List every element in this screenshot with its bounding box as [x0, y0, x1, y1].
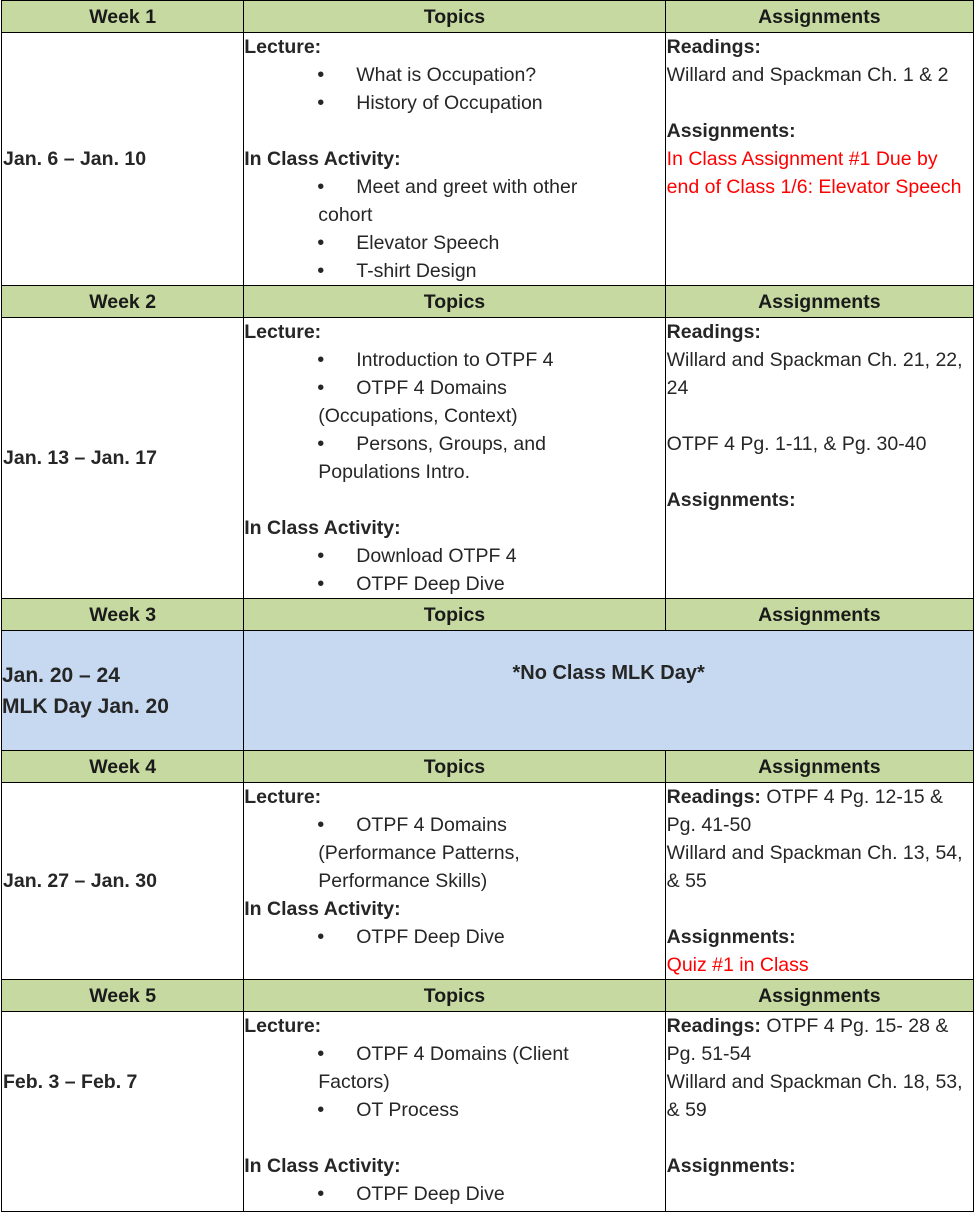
topics-header: Topics	[243, 285, 666, 318]
topics-cell: Lecture: What is Occupation? History of …	[243, 32, 666, 286]
activity-list: Download OTPF 4 OTPF Deep Dive	[244, 542, 664, 598]
assignments-header: Assignments	[664, 0, 975, 33]
assignments-cell: Readings: Willard and Spackman Ch. 1 & 2…	[664, 32, 975, 286]
list-item: Elevator Speech	[317, 229, 664, 257]
list-item: OT Process	[317, 1096, 664, 1124]
no-class-notice: *No Class MLK Day*	[243, 630, 974, 751]
lecture-list: Introduction to OTPF 4 OTPF 4 Domains(Oc…	[244, 346, 664, 486]
lecture-label: Lecture:	[244, 36, 322, 58]
lecture-label: Lecture:	[244, 786, 322, 808]
readings-text: Willard and Spackman Ch. 13, 54, & 55	[666, 842, 963, 892]
list-item: T-shirt Design	[317, 257, 664, 285]
week-row: Jan. 27 – Jan. 30 Lecture: OTPF 4 Domain…	[0, 782, 975, 980]
week-dates: Feb. 3 – Feb. 7	[0, 1011, 245, 1212]
week-dates: Jan. 20 – 24 MLK Day Jan. 20	[0, 630, 245, 751]
week-header-row: Week 5 Topics Assignments	[0, 979, 975, 1012]
topics-header: Topics	[243, 598, 666, 631]
assignments-cell: Readings: OTPF 4 Pg. 12-15 & Pg. 41-50 W…	[664, 782, 975, 980]
week-title: Week 2	[0, 285, 245, 318]
readings-text: Willard and Spackman Ch. 21, 22, 24	[666, 349, 963, 399]
readings-text: OTPF 4 Pg. 12-15 & Pg. 41-50	[666, 786, 944, 836]
assignments-label: Assignments:	[666, 489, 796, 511]
assignments-label: Assignments:	[666, 1155, 796, 1177]
week-row: Jan. 6 – Jan. 10 Lecture: What is Occupa…	[0, 32, 975, 286]
topics-header: Topics	[243, 979, 666, 1012]
readings-label: Readings:	[666, 36, 761, 58]
list-item: OTPF 4 Domains(Occupations, Context)	[317, 374, 664, 430]
activity-label: In Class Activity:	[244, 148, 401, 170]
readings-text: Willard and Spackman Ch. 1 & 2	[666, 64, 949, 86]
assignment-due-text: Quiz #1 in Class	[666, 954, 809, 976]
readings-block: Readings: OTPF 4 Pg. 12-15 & Pg. 41-50	[667, 783, 971, 839]
assignments-cell: Readings: Willard and Spackman Ch. 21, 2…	[664, 317, 975, 599]
week-header-row: Week 4 Topics Assignments	[0, 750, 975, 783]
lecture-list: OTPF 4 Domains(Performance Patterns,Perf…	[244, 811, 664, 895]
list-item: OTPF Deep Dive	[317, 923, 664, 951]
activity-list: OTPF Deep Dive	[244, 923, 664, 951]
assignments-header: Assignments	[664, 979, 975, 1012]
week-dates: Jan. 27 – Jan. 30	[0, 782, 245, 980]
week-header-row: Week 3 Topics Assignments	[0, 598, 975, 631]
readings-text: OTPF 4 Pg. 1-11, & Pg. 30-40	[666, 433, 927, 455]
week-dates: Jan. 13 – Jan. 17	[0, 317, 245, 599]
readings-label: Readings:	[666, 321, 761, 343]
week-title: Week 4	[0, 750, 245, 783]
activity-list: OTPF Deep Dive	[244, 1180, 664, 1208]
week-title: Week 3	[0, 598, 245, 631]
lecture-label: Lecture:	[244, 321, 322, 343]
topics-cell: Lecture: OTPF 4 Domains (ClientFactors) …	[243, 1011, 666, 1212]
assignments-header: Assignments	[664, 598, 975, 631]
list-item: What is Occupation?	[317, 61, 664, 89]
readings-block: Readings: OTPF 4 Pg. 15- 28 & Pg. 51-54	[667, 1012, 971, 1068]
activity-label: In Class Activity:	[244, 517, 401, 539]
week-title: Week 1	[0, 0, 245, 33]
week-header-row: Week 2 Topics Assignments	[0, 285, 975, 318]
assignments-label: Assignments:	[666, 926, 796, 948]
lecture-label: Lecture:	[244, 1015, 322, 1037]
list-item: OTPF 4 Domains(Performance Patterns,Perf…	[317, 811, 664, 895]
week-row: Feb. 3 – Feb. 7 Lecture: OTPF 4 Domains …	[0, 1011, 975, 1212]
topics-header: Topics	[243, 750, 666, 783]
week-row: Jan. 20 – 24 MLK Day Jan. 20 *No Class M…	[0, 630, 974, 751]
week-row: Jan. 13 – Jan. 17 Lecture: Introduction …	[0, 317, 975, 599]
assignments-header: Assignments	[664, 285, 975, 318]
list-item: History of Occupation	[317, 89, 664, 117]
assignments-cell: Readings: OTPF 4 Pg. 15- 28 & Pg. 51-54 …	[664, 1011, 975, 1212]
list-item: OTPF Deep Dive	[317, 570, 664, 598]
assignment-due-text: In Class Assignment #1 Due by end of Cla…	[666, 148, 962, 198]
week-title: Week 5	[0, 979, 245, 1012]
readings-text: OTPF 4 Pg. 15- 28 & Pg. 51-54	[666, 1015, 949, 1065]
week-dates: Jan. 6 – Jan. 10	[0, 32, 245, 286]
topics-cell: Lecture: OTPF 4 Domains(Performance Patt…	[243, 782, 666, 980]
readings-label: Readings:	[666, 786, 761, 808]
activity-label: In Class Activity:	[244, 1155, 401, 1177]
lecture-list: What is Occupation? History of Occupatio…	[244, 61, 664, 117]
assignments-header: Assignments	[664, 750, 975, 783]
topics-header: Topics	[243, 0, 666, 33]
readings-label: Readings:	[666, 1015, 761, 1037]
readings-text: Willard and Spackman Ch. 18, 53, & 59	[666, 1071, 963, 1121]
list-item: Download OTPF 4	[317, 542, 664, 570]
assignments-label: Assignments:	[666, 120, 796, 142]
week-header-row: Week 1 Topics Assignments	[0, 0, 975, 33]
activity-label: In Class Activity:	[244, 898, 401, 920]
list-item: OTPF Deep Dive	[317, 1180, 664, 1208]
topics-cell: Lecture: Introduction to OTPF 4 OTPF 4 D…	[243, 317, 666, 599]
list-item: Introduction to OTPF 4	[317, 346, 664, 374]
